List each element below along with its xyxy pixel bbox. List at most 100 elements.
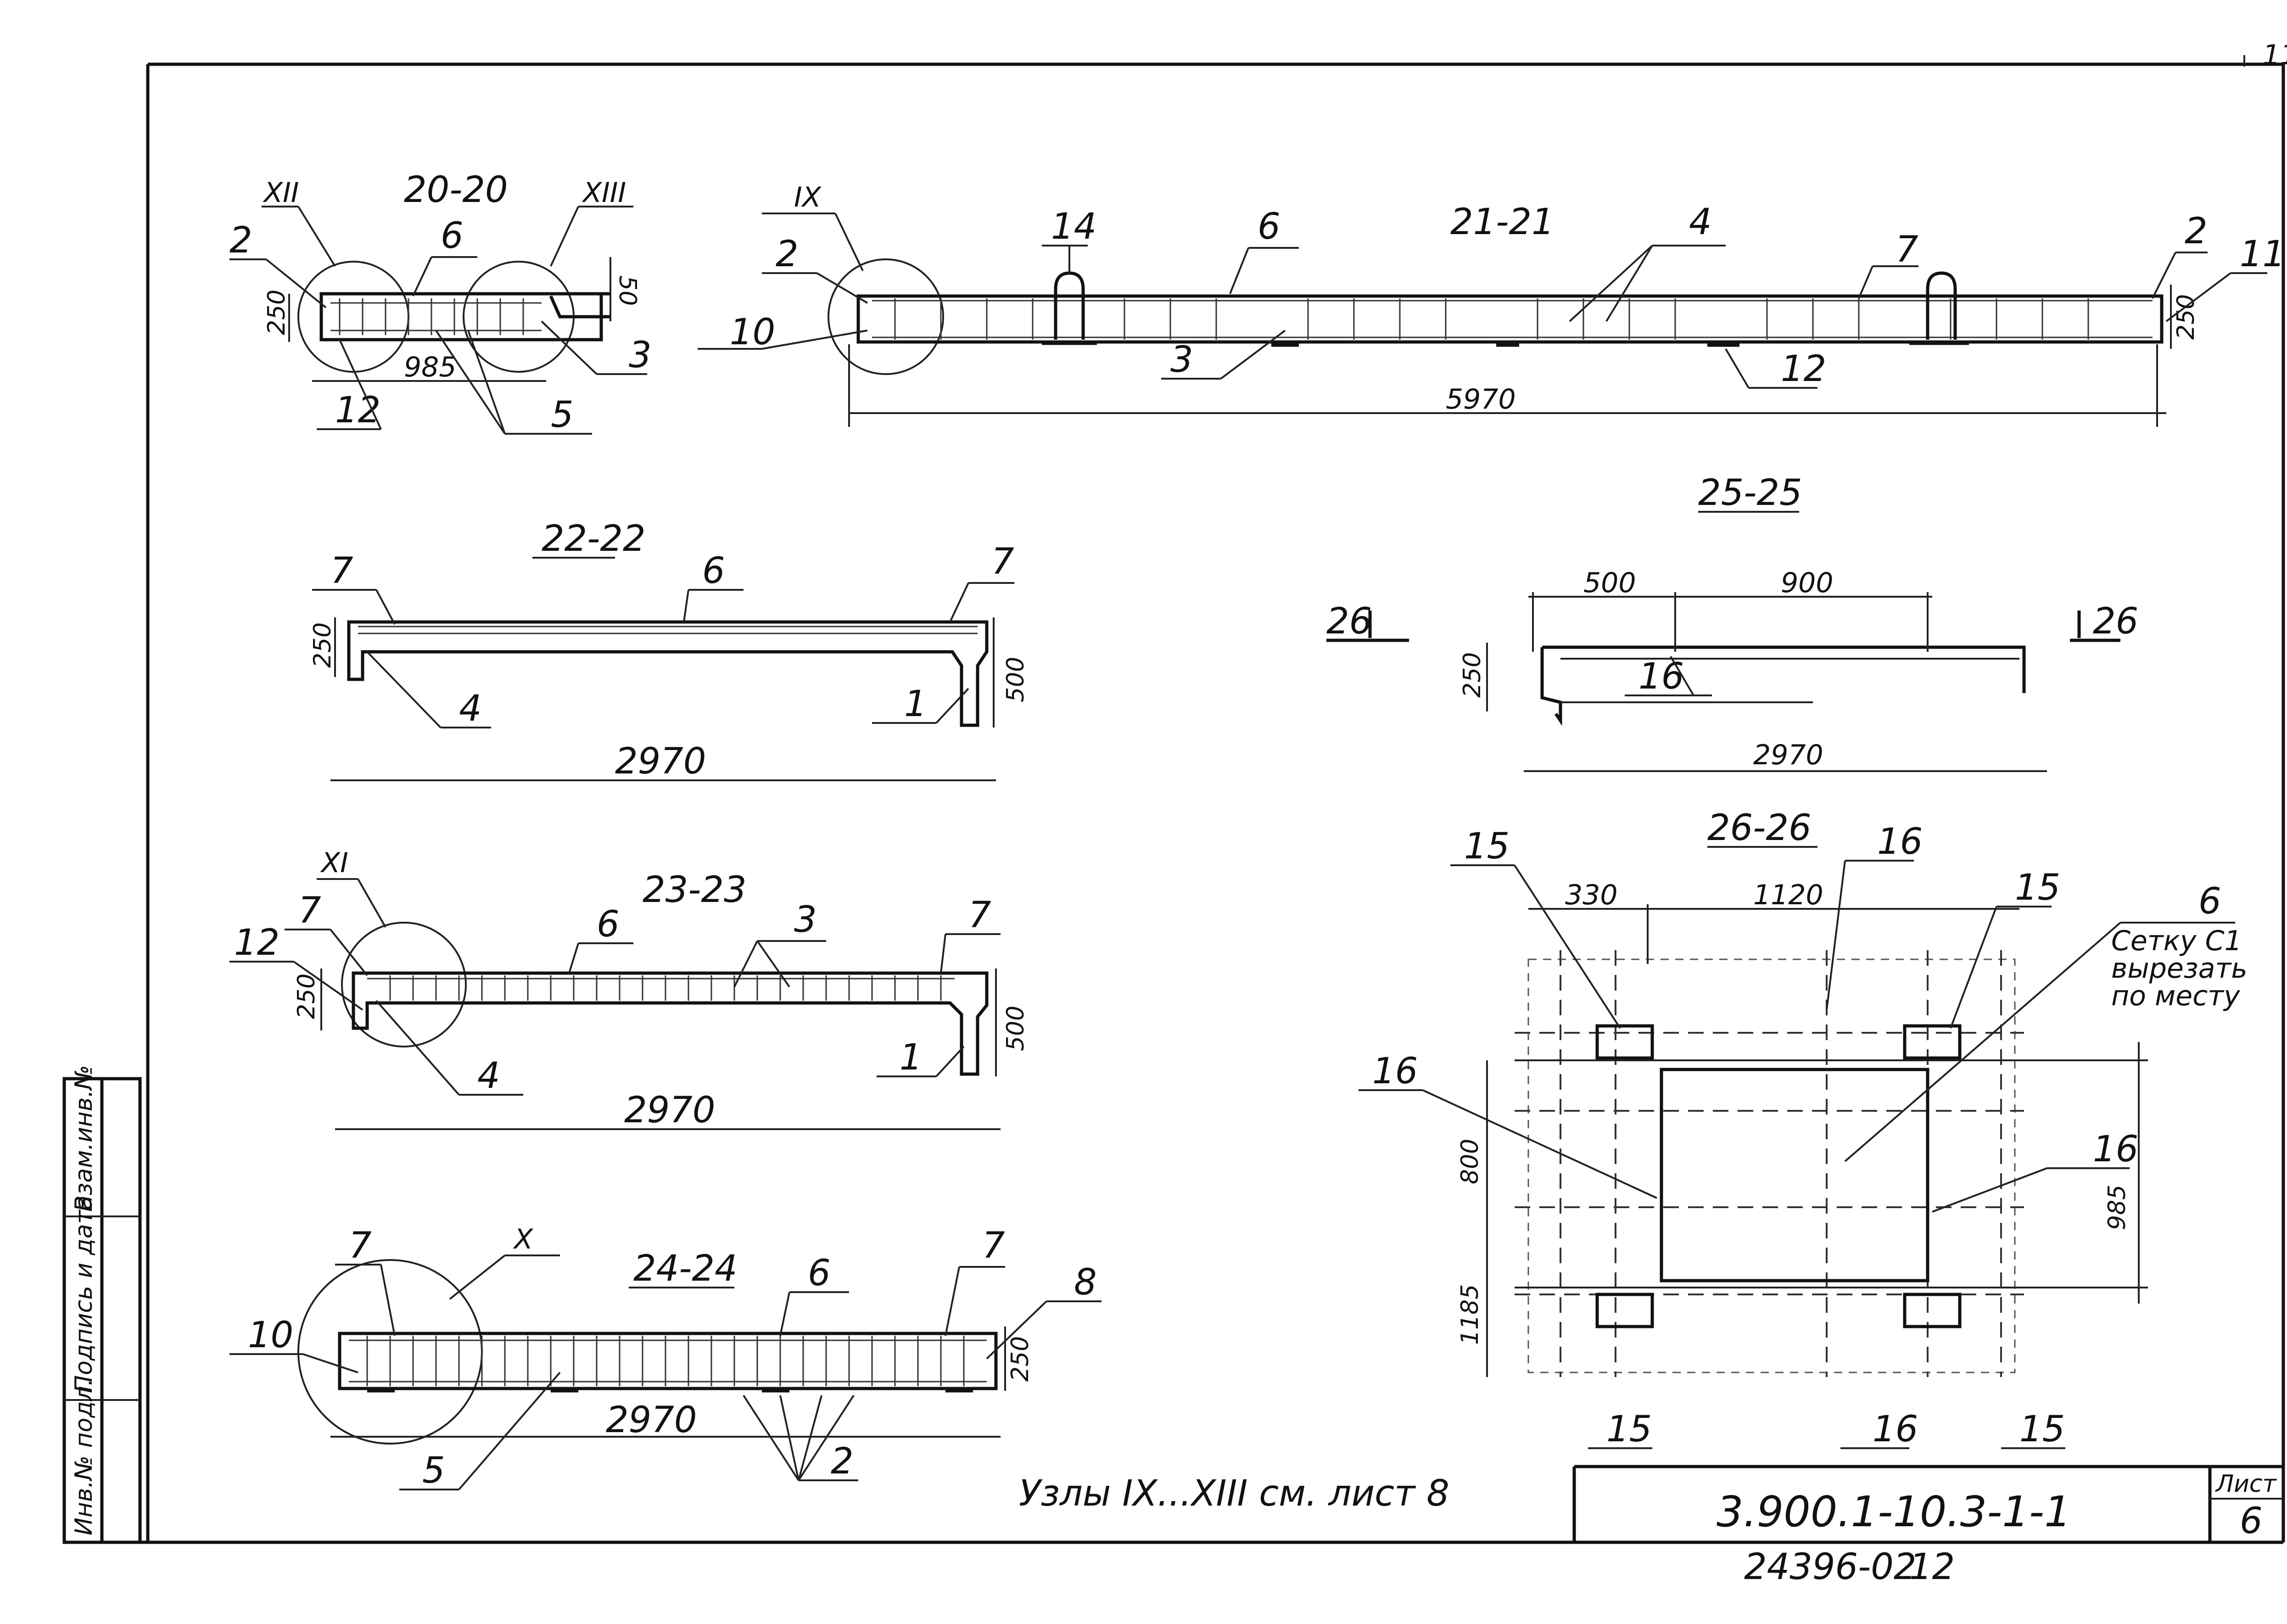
s26-dim-1120: 1120 [1753, 879, 1823, 911]
s23-mark-12: 12 [234, 922, 280, 963]
section-24-title: 24-24 [633, 1248, 738, 1289]
s20-dim-top: 50 [614, 275, 641, 306]
archive-number: 24396-02 [1744, 1546, 1917, 1588]
section-23-23: 23-23 XI 250 500 2970 7 6 [229, 847, 1029, 1131]
s25-dim-height: 250 [1459, 652, 1486, 698]
s24-mark-10: 10 [248, 1315, 293, 1356]
s24-mark-2: 2 [831, 1441, 854, 1482]
s23-mark-3: 3 [794, 899, 817, 941]
s22-mark-7-left: 7 [330, 550, 353, 592]
s21-mark-2-right: 2 [2185, 211, 2208, 252]
s26-note-line2: вырезать [2111, 952, 2248, 985]
section-21-21: 21-21 IX 5970 250 14 [698, 181, 2285, 427]
s20-mark-12: 12 [335, 390, 380, 431]
s26-plate-br [1903, 1293, 1962, 1328]
s22-mark-1: 1 [904, 683, 927, 725]
section-26-title: 26-26 [1707, 807, 1812, 849]
node-xiii-label: XIII [582, 177, 626, 209]
node-x-label: X [513, 1223, 534, 1255]
s20-dim-height: 250 [263, 290, 291, 335]
s22-mark-6: 6 [702, 550, 725, 592]
s23-mark-7-right: 7 [968, 895, 991, 936]
s21-mark-6: 6 [1258, 206, 1280, 247]
s20-dim-width: 985 [404, 351, 457, 383]
s26-dim-1185: 1185 [1456, 1284, 1484, 1345]
s23-dim-length: 2970 [624, 1090, 716, 1131]
s24-mark-6: 6 [808, 1253, 831, 1294]
s24-stirrups [349, 1336, 987, 1386]
s22-dim-length: 2970 [615, 741, 706, 782]
s23-dim-rib: 500 [1002, 1006, 1029, 1051]
section-24-24: 24-24 X 2970 250 7 [229, 1223, 1102, 1491]
s21-dim-length: 5970 [1446, 383, 1516, 415]
s21-mark-3: 3 [1170, 339, 1193, 381]
s24-dim-length: 2970 [606, 1400, 697, 1441]
s26-note-line1: Сетку С1 [2111, 925, 2242, 957]
s25-dim-length: 2970 [1753, 739, 1823, 771]
s24-dim-height: 250 [1007, 1336, 1034, 1382]
s26-plate-bl [1595, 1293, 1654, 1328]
s26-grid [1515, 950, 2024, 1377]
s26-dim-800: 800 [1456, 1139, 1484, 1184]
section-22-22: 22-22 250 500 2970 7 6 7 4 1 [309, 518, 1029, 782]
s26-dim-330: 330 [1565, 879, 1618, 911]
s21-mark-14: 14 [1051, 206, 1096, 247]
s22-dim-height: 250 [309, 622, 336, 668]
s25-dim-900: 900 [1781, 567, 1834, 599]
section-25-title: 25-25 [1698, 472, 1802, 514]
side-stamp-inv: Инв.№ подл. [70, 1378, 98, 1535]
plan-26-26: 26-26 330 1120 800 1185 985 15 [1359, 807, 2248, 1450]
s25-dim-500: 500 [1583, 567, 1636, 599]
s24-mark-8: 8 [1074, 1262, 1097, 1303]
corner-mark: 11 [2263, 39, 2287, 71]
s23-dim-height: 250 [293, 974, 320, 1019]
s26-mark-6: 6 [2198, 881, 2221, 922]
section-21-title: 21-21 [1450, 202, 1554, 243]
s26-plate-tr [1903, 1024, 1962, 1060]
s26-mark-15-br: 15 [2019, 1409, 2065, 1450]
s26-mark-15-tl: 15 [1464, 826, 1510, 867]
section-22-title: 22-22 [542, 518, 646, 560]
s20-mark-5: 5 [551, 394, 574, 436]
s23-mark-1: 1 [900, 1037, 923, 1078]
s22-dim-rib: 500 [1002, 657, 1029, 702]
s26-plate-tl [1595, 1024, 1654, 1060]
s24-mark-5: 5 [422, 1450, 445, 1491]
s26-opening [1660, 1068, 1929, 1282]
sheet-frame [64, 55, 2285, 1544]
s21-loop-right [1926, 271, 1957, 340]
s21-mark-12: 12 [1781, 348, 1826, 390]
s26-mark-16-top: 16 [1877, 821, 1923, 862]
s23-mark-4: 4 [477, 1055, 500, 1097]
s22-mark-4: 4 [459, 688, 482, 729]
s21-mark-11: 11 [2240, 234, 2285, 275]
drawing-designation: 3.900.1-10.3-1-1 [1717, 1487, 2071, 1536]
node-xii-label: XII [263, 177, 299, 209]
s23-stirrups [367, 975, 955, 1001]
section-20-20: 20-20 XII XIII 250 985 50 2 6 3 12 [229, 169, 652, 436]
s25-cut-left: 26 [1326, 601, 1372, 642]
s26-dim-985: 985 [2103, 1185, 2131, 1230]
s22-mark-7-right: 7 [991, 541, 1014, 582]
side-stamp-replace: Взам.инв.№ [70, 1065, 98, 1212]
s21-dim-height: 250 [2172, 294, 2200, 340]
s20-mark-6: 6 [441, 215, 464, 257]
node-ix-label: IX [794, 181, 822, 213]
section-25-25: 25-25 26 26 500 900 250 2970 16 [1326, 472, 2138, 772]
s26-note-line3: по месту [2111, 980, 2241, 1012]
sheet-number: 6 [2240, 1501, 2263, 1542]
s26-mark-16-right: 16 [2093, 1129, 2138, 1170]
s21-loop-left [1054, 271, 1085, 340]
s21-mark-10: 10 [730, 312, 775, 353]
section-20-title: 20-20 [404, 169, 508, 211]
s23-mark-7-left: 7 [298, 890, 321, 931]
s24-mark-7-left: 7 [349, 1225, 372, 1266]
s21-mark-2-left: 2 [776, 234, 799, 275]
s26-mark-16-bottom: 16 [1873, 1409, 1918, 1450]
s24-mark-7-right: 7 [982, 1225, 1005, 1266]
side-stamp: Инв.№ подл. Подпись и дата Взам.инв.№ [62, 1065, 142, 1544]
s26-mark-15-bl: 15 [1606, 1409, 1652, 1450]
s23-mark-6: 6 [597, 904, 620, 945]
s20-stirrups [330, 298, 542, 335]
